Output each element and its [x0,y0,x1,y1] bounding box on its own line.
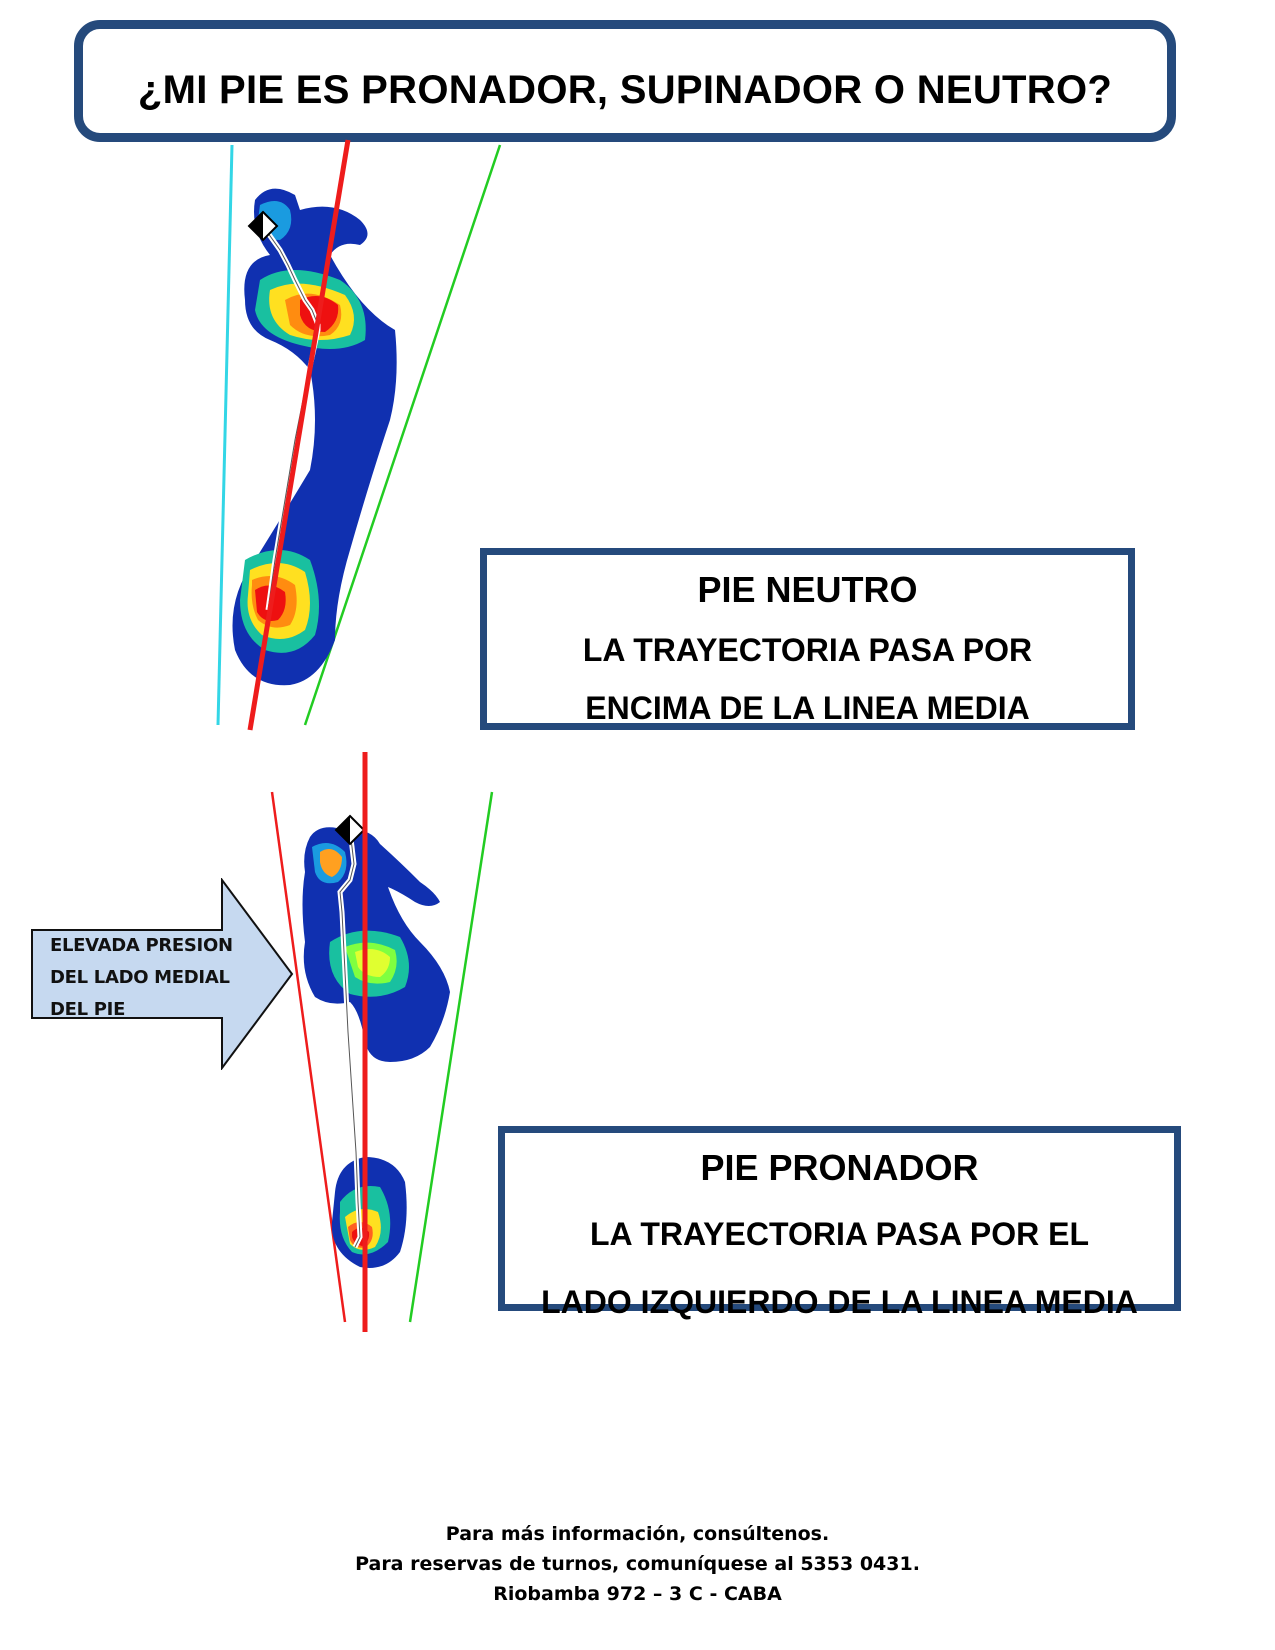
neutral-desc-line2: ENCIMA DE LA LINEA MEDIA [585,690,1030,726]
pronator-heading: PIE PRONADOR [700,1147,979,1188]
medial-pressure-callout: ELEVADA PRESION DEL LADO MEDIAL DEL PIE [30,878,300,1070]
neutral-heading: PIE NEUTRO [697,569,918,610]
callout-line1: ELEVADA PRESION [50,935,233,956]
pronator-desc-line1: LA TRAYECTORIA PASA POR EL [589,1216,1089,1252]
page-title: ¿MI PIE ES PRONADOR, SUPINADOR O NEUTRO? [137,67,1113,112]
pronator-foot-pressure-map [270,752,494,1332]
neutral-foot-info-box: PIE NEUTRO LA TRAYECTORIA PASA POR ENCIM… [480,548,1135,730]
callout-line3: DEL PIE [50,999,126,1020]
pronator-foot-info-box: PIE PRONADOR LA TRAYECTORIA PASA POR EL … [498,1126,1181,1320]
title-banner: ¿MI PIE ES PRONADOR, SUPINADOR O NEUTRO? [74,20,1176,142]
neutral-foot-pressure-map [216,139,502,731]
right-arrow-icon [31,878,294,1070]
footer-address-line: Riobamba 972 – 3 C - CABA [493,1583,782,1605]
contact-footer: Para más información, consúltenos. Para … [0,1519,1275,1609]
neutral-desc-line1: LA TRAYECTORIA PASA POR [582,632,1033,668]
pronator-desc-line2: LADO IZQUIERDO DE LA LINEA MEDIA [541,1284,1138,1320]
footer-info-line: Para más información, consúltenos. [445,1523,830,1545]
footer-phone-line: Para reservas de turnos, comuníquese al … [355,1553,920,1575]
callout-line2: DEL LADO MEDIAL [50,967,230,988]
